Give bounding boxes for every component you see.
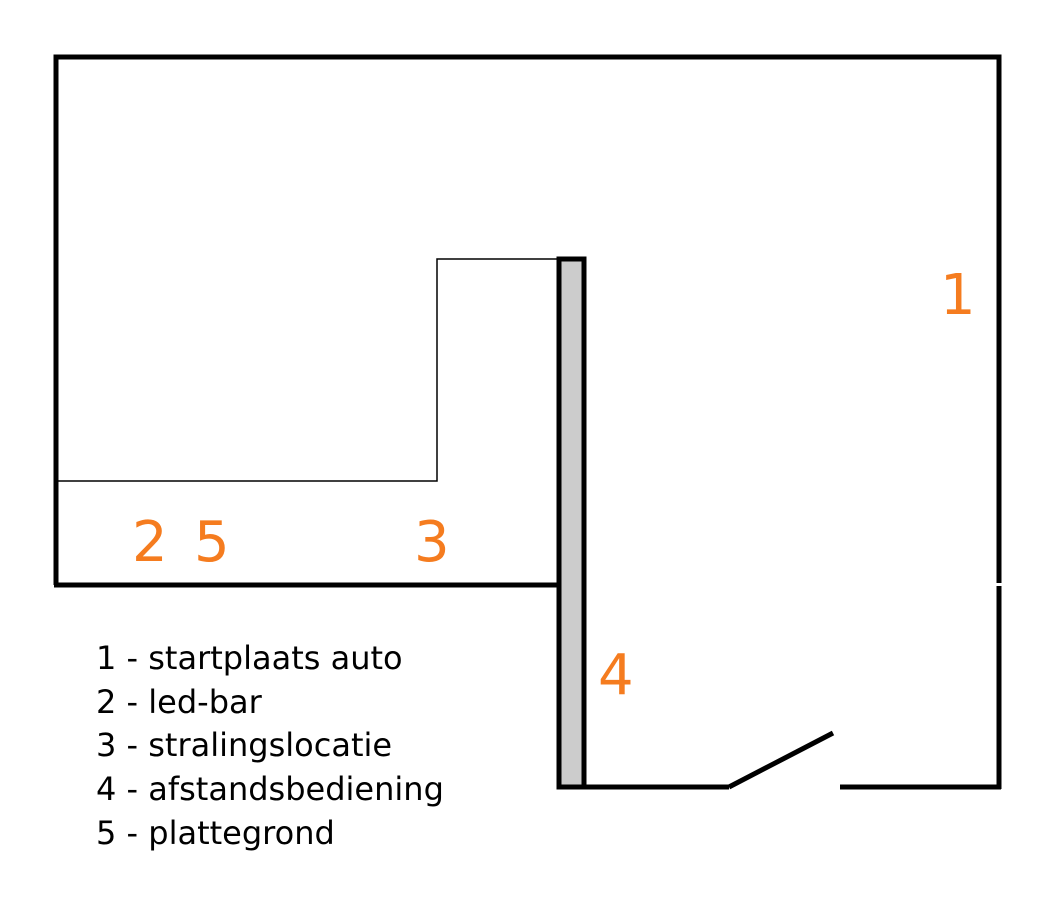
legend-item: 2 - led-bar bbox=[96, 683, 263, 721]
marker-5: 5 bbox=[194, 510, 230, 575]
marker-1: 1 bbox=[940, 263, 976, 328]
legend-item: 5 - plattegrond bbox=[96, 814, 335, 852]
marker-3: 3 bbox=[414, 510, 450, 575]
legend-item: 4 - afstandsbediening bbox=[96, 770, 444, 808]
gray-partition-bar bbox=[556, 256, 587, 790]
legend-item: 3 - stralingslocatie bbox=[96, 726, 392, 764]
legend: 1 - startplaats auto 2 - led-bar 3 - str… bbox=[96, 639, 444, 852]
marker-2: 2 bbox=[132, 510, 168, 575]
legend-item: 1 - startplaats auto bbox=[96, 639, 403, 677]
door-leaf bbox=[727, 730, 835, 790]
inner-partition bbox=[56, 258, 558, 482]
outer-wall bbox=[53, 54, 1002, 585]
marker-4: 4 bbox=[598, 643, 634, 708]
